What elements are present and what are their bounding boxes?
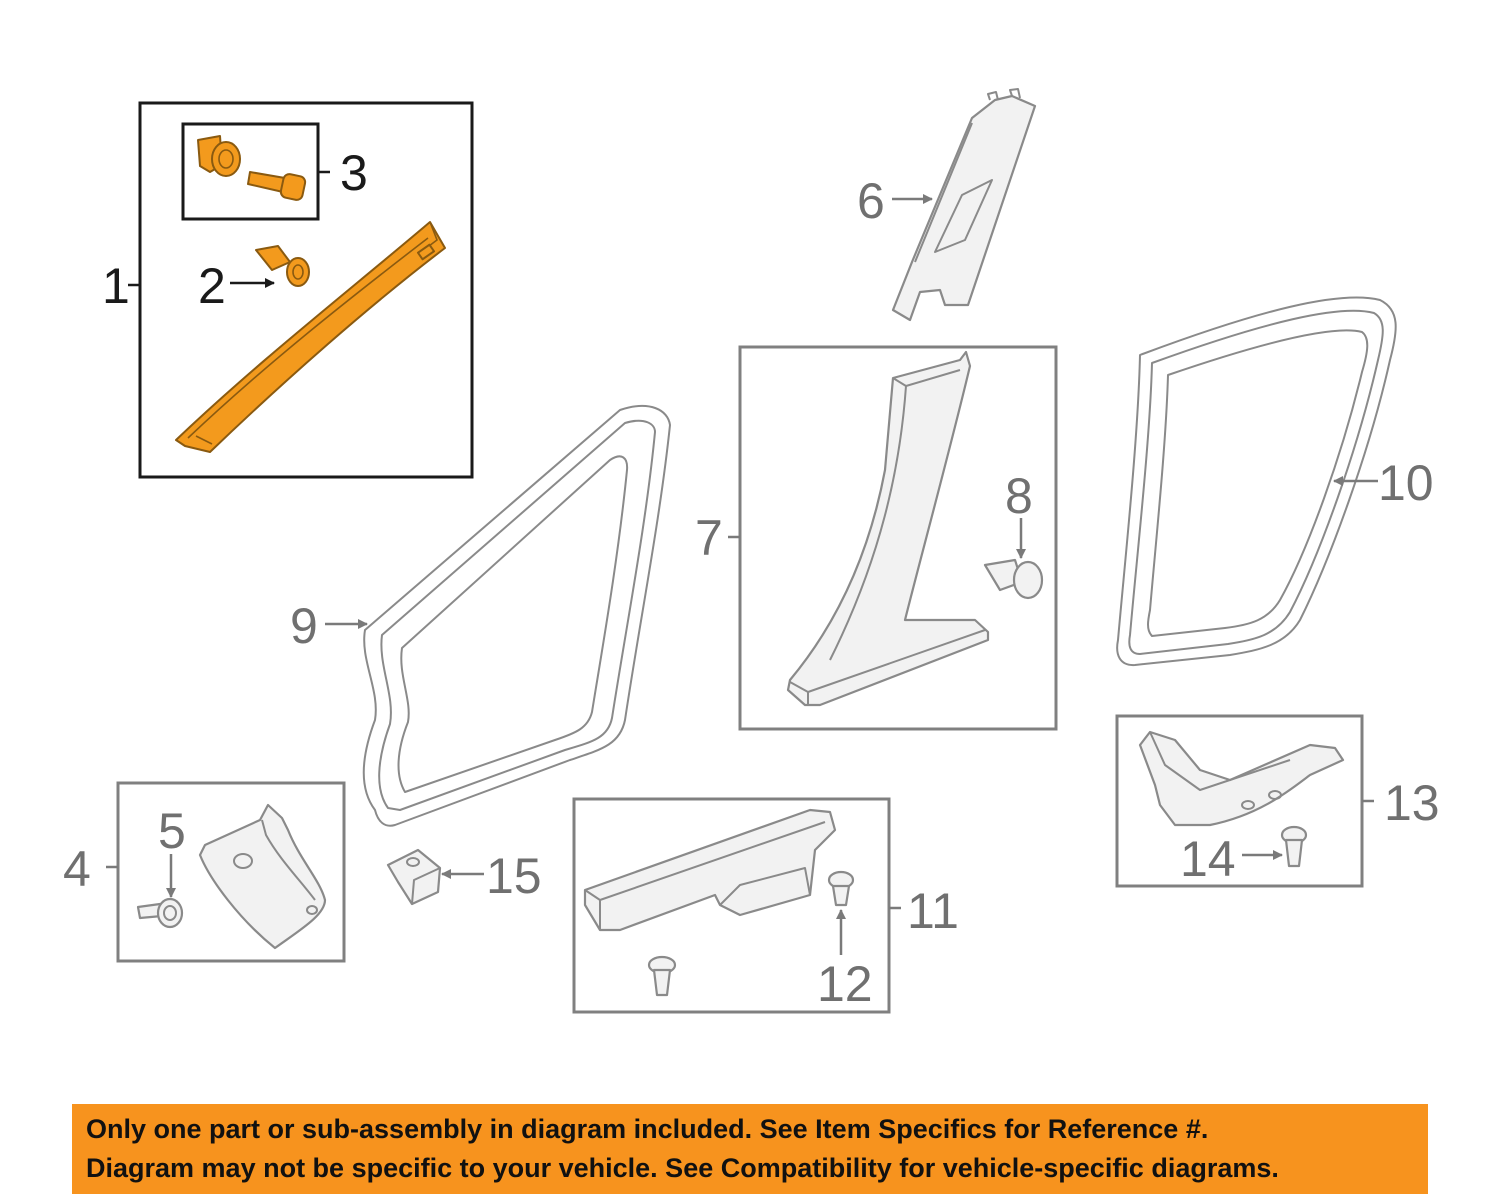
panel-13-part xyxy=(1138,730,1345,827)
weatherstrip-10-part xyxy=(1116,296,1397,667)
pillar-trim-7-part xyxy=(786,350,990,707)
disclaimer-banner: Only one part or sub-assembly in diagram… xyxy=(72,1104,1428,1194)
pin-3-part xyxy=(247,171,307,201)
callout-9: 9 xyxy=(290,598,318,654)
kick-panel-4-box xyxy=(116,781,346,963)
clip-12b-part xyxy=(647,955,677,997)
assembly-1-box xyxy=(138,101,474,479)
callout-4: 4 xyxy=(63,841,91,897)
pillar-upper-6-part xyxy=(891,88,1037,322)
bolt-5-part xyxy=(136,897,184,929)
callout-10: 10 xyxy=(1378,455,1434,511)
kick-panel-4-part xyxy=(198,803,327,950)
sill-plate-11-box xyxy=(572,797,891,1014)
callout-5: 5 xyxy=(158,803,186,859)
callout-12: 12 xyxy=(817,956,873,1012)
callout-8: 8 xyxy=(1005,468,1033,524)
callout-15: 15 xyxy=(486,848,542,904)
weatherstrip-9-part xyxy=(362,405,671,827)
callout-14: 14 xyxy=(1180,831,1236,887)
assembly-1-group: 1 2 3 xyxy=(102,101,474,479)
a-pillar-trim-part xyxy=(175,221,446,453)
grommet-3-part xyxy=(197,135,241,177)
callout-1: 1 xyxy=(102,258,130,314)
callout-11: 11 xyxy=(907,883,959,939)
disclaimer-line-2: Diagram may not be specific to your vehi… xyxy=(86,1153,1279,1183)
disclaimer-line-1: Only one part or sub-assembly in diagram… xyxy=(86,1114,1209,1144)
callout-2: 2 xyxy=(198,258,226,314)
callout-13: 13 xyxy=(1384,775,1440,831)
callout-6: 6 xyxy=(857,173,885,229)
clip-2-part xyxy=(255,245,310,287)
clip-8-part xyxy=(983,558,1044,600)
callout-7: 7 xyxy=(695,510,723,566)
clip-12-part xyxy=(827,870,855,907)
bracket-15-part xyxy=(386,848,442,906)
clip-14-part xyxy=(1280,825,1308,868)
sill-plate-11-part xyxy=(583,808,837,932)
callout-3: 3 xyxy=(340,145,368,201)
